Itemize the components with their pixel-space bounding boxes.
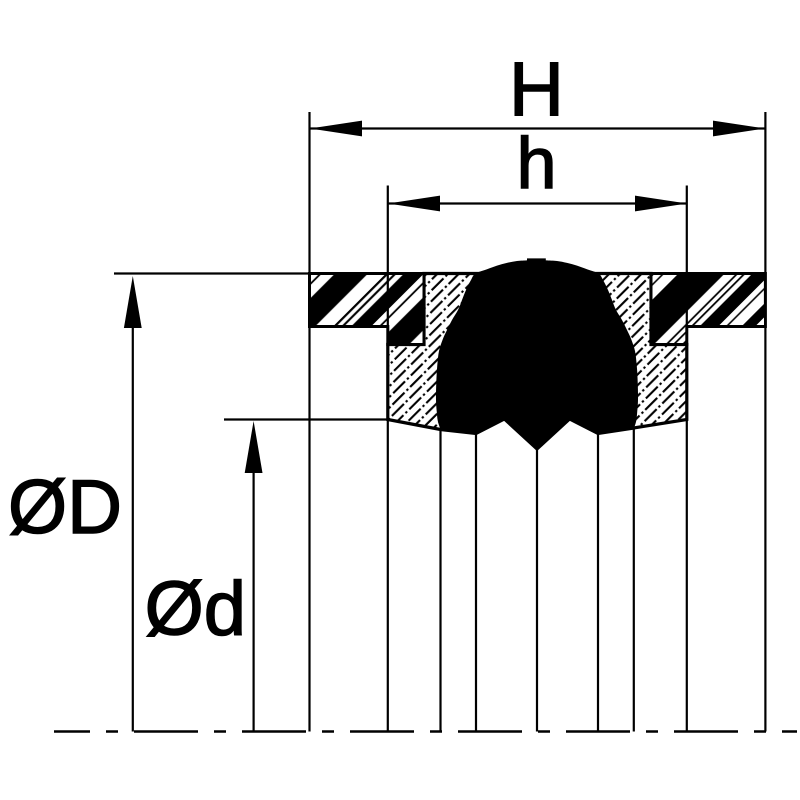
svg-text:Ød: Ød xyxy=(145,567,246,652)
svg-text:ØD: ØD xyxy=(8,465,122,550)
svg-text:H: H xyxy=(509,48,564,133)
svg-text:h: h xyxy=(516,124,556,204)
